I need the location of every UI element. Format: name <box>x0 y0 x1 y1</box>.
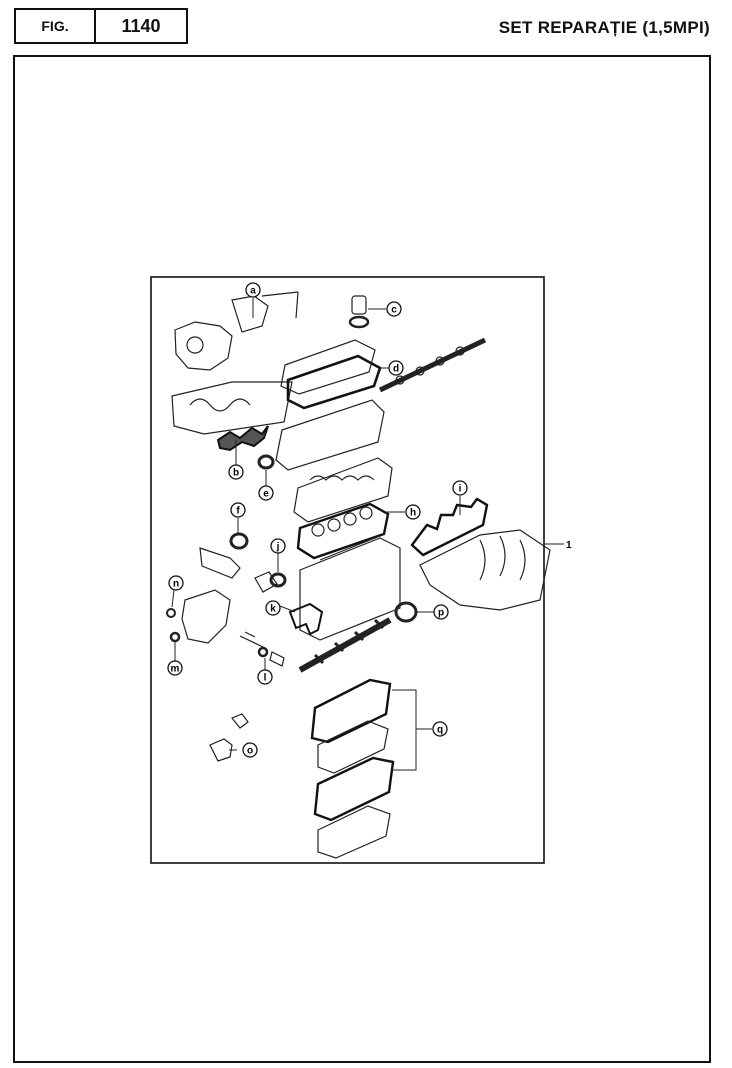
callout-letter: b <box>233 468 239 479</box>
seal-f <box>229 532 249 550</box>
callout-circle <box>228 464 244 480</box>
page-title: SET REPARAȚIE (1,5MPI) <box>498 18 710 37</box>
callout-letter: f <box>236 506 240 517</box>
callout-circle <box>242 742 258 758</box>
callout-b: b <box>228 464 244 480</box>
callout-q: q <box>432 721 448 737</box>
intake-manifold <box>171 381 293 435</box>
seal-e <box>257 454 275 470</box>
callout-letter: q <box>437 725 443 736</box>
callout-i: i <box>452 480 468 496</box>
cylinder-head <box>293 457 393 523</box>
exhaust-manifold <box>419 529 551 611</box>
seal-l <box>257 646 269 658</box>
camshaft <box>378 337 487 393</box>
callout-circle <box>168 575 184 591</box>
exhaust-gasket-i <box>410 497 489 557</box>
seal-c <box>348 315 370 329</box>
callout-h: h <box>405 504 421 520</box>
callout-k: k <box>265 600 281 616</box>
callout-circle <box>265 600 281 616</box>
rear-seal-p <box>394 601 418 623</box>
callout-circle <box>257 669 273 685</box>
fig-label: FIG. <box>16 10 96 42</box>
callout-j: j <box>270 538 286 554</box>
callout-circle <box>270 538 286 554</box>
parts-artwork <box>166 291 551 859</box>
oil-pan-gasket-q1 <box>310 678 392 744</box>
callout-letter: l <box>264 673 267 684</box>
callout-circle <box>245 282 261 298</box>
water-pump <box>181 589 231 644</box>
oil-pan-gasket-q2 <box>313 756 395 822</box>
gasket-a-shape <box>231 295 269 333</box>
fig-number: 1140 <box>121 15 161 36</box>
callout-labels: a b c d e f h i j k l m n o p q <box>167 282 468 758</box>
callout-e: e <box>258 485 274 501</box>
callout-letter: e <box>263 489 269 500</box>
pump-impeller <box>254 571 278 593</box>
callout-circle <box>405 504 421 520</box>
valve-cover-gasket-d <box>286 354 382 410</box>
figure-header-box: FIG. 1140 <box>14 8 188 44</box>
oil-pump-housing <box>199 547 241 579</box>
oil-pan <box>317 805 391 859</box>
callout-circle <box>230 502 246 518</box>
callout-circle <box>452 480 468 496</box>
valve-cover <box>280 339 376 395</box>
callout-a: a <box>245 282 261 298</box>
seal-m <box>169 631 181 643</box>
manifold-gasket-b <box>216 425 269 452</box>
callout-letter: k <box>270 604 276 615</box>
oil-cap <box>351 295 367 315</box>
thermostat-housing <box>174 321 233 371</box>
callout-circle <box>432 721 448 737</box>
callout-circle <box>258 485 274 501</box>
engine-block <box>299 537 401 641</box>
drawing-frame <box>150 276 545 864</box>
callout-circle <box>386 301 402 317</box>
cylinder-head-upper <box>275 399 385 471</box>
callout-letter: a <box>250 286 256 297</box>
callout-l: l <box>257 669 273 685</box>
callout-m: m <box>167 660 183 676</box>
oil-pan-upper <box>317 720 389 774</box>
callout-d: d <box>388 360 404 376</box>
callout-circle <box>388 360 404 376</box>
seal-j <box>269 572 287 588</box>
callout-letter: j <box>276 542 280 553</box>
callout-n: n <box>168 575 184 591</box>
sensor-o <box>209 738 233 762</box>
callout-letter: n <box>173 579 179 590</box>
page-frame <box>13 55 711 1063</box>
callout-circle <box>433 604 449 620</box>
callout-f: f <box>230 502 246 518</box>
callout-letter: c <box>391 305 397 316</box>
crankshaft <box>298 617 392 673</box>
housing-port <box>186 336 204 354</box>
leader-lines <box>171 298 564 771</box>
bracket-k <box>288 602 324 636</box>
callout-c: c <box>386 301 402 317</box>
plug-n <box>166 608 176 618</box>
callout-letter: p <box>438 608 444 619</box>
callout-p: p <box>433 604 449 620</box>
callout-letter: d <box>393 364 399 375</box>
callout-o: o <box>242 742 258 758</box>
callout-letter: i <box>459 484 462 495</box>
callout-letter: h <box>410 508 416 519</box>
callout-letter: o <box>247 746 253 757</box>
callout-circle <box>167 660 183 676</box>
head-gasket-h <box>296 502 390 560</box>
callout-letter: m <box>171 664 180 675</box>
assembly-number-label: 1 <box>566 540 572 551</box>
